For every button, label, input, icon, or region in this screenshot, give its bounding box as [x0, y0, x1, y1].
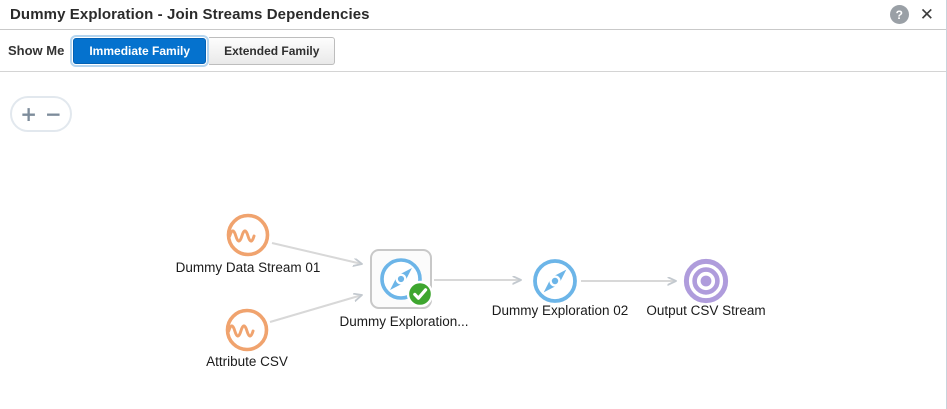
- node-dummy-data-stream-01[interactable]: [226, 213, 270, 257]
- toolbar: Show Me Immediate Family Extended Family: [0, 30, 946, 72]
- node-label: Dummy Data Stream 01: [176, 260, 321, 275]
- node-label: Output CSV Stream: [646, 303, 765, 318]
- edge-ds1-to-exp1: [271, 242, 362, 264]
- help-icon[interactable]: ?: [889, 5, 909, 24]
- edge-csv-to-exp1: [269, 295, 362, 323]
- node-label: Attribute CSV: [206, 354, 288, 369]
- zoom-out-icon[interactable]: −: [45, 102, 62, 126]
- dependency-graph-canvas[interactable]: + − Dummy Data: [0, 72, 946, 409]
- node-label: Dummy Exploration 02: [492, 303, 629, 318]
- immediate-family-button[interactable]: Immediate Family: [73, 37, 207, 64]
- compass-icon: [533, 259, 577, 303]
- dialog-title: Dummy Exploration - Join Streams Depende…: [10, 6, 370, 23]
- node-attribute-csv[interactable]: [225, 308, 269, 352]
- extended-family-button[interactable]: Extended Family: [209, 36, 336, 65]
- zoom-control: + −: [10, 96, 72, 132]
- family-buttonset: Immediate Family Extended Family: [73, 36, 336, 65]
- dependency-graph: Dummy Data Stream 01 Attribute CSV: [176, 213, 766, 369]
- node-dummy-exploration-02[interactable]: [533, 259, 577, 303]
- zoom-in-icon[interactable]: +: [20, 102, 37, 126]
- dialog-header: Dummy Exploration - Join Streams Depende…: [0, 0, 946, 30]
- node-label: Dummy Exploration...: [339, 314, 468, 329]
- graph-edges: [269, 242, 676, 323]
- show-me-label: Show Me: [8, 43, 65, 58]
- wave-icon: [226, 213, 270, 257]
- node-output-csv-stream[interactable]: [683, 258, 729, 304]
- completed-check-icon: [406, 280, 434, 308]
- close-icon[interactable]: ✕: [919, 5, 934, 24]
- bullseye-icon: [683, 258, 729, 304]
- wave-icon: [225, 308, 269, 352]
- node-dummy-exploration-selected[interactable]: [370, 249, 434, 309]
